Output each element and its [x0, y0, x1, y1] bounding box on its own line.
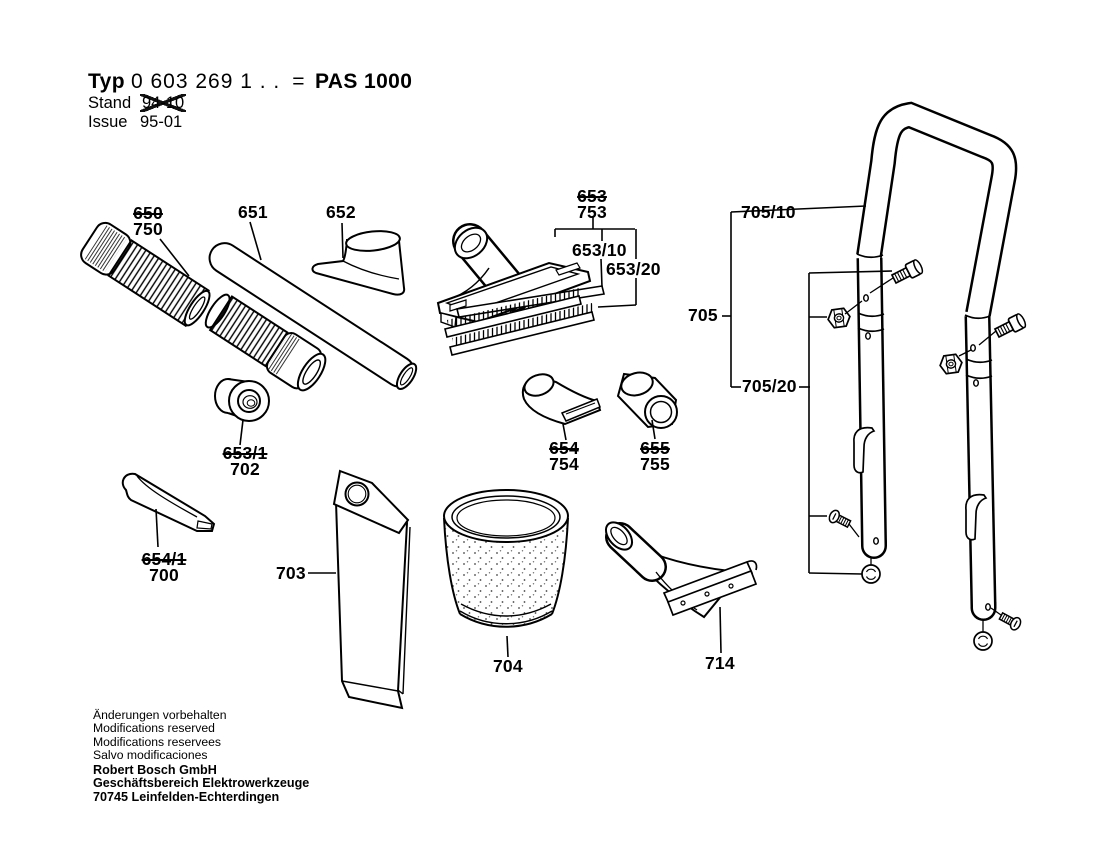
part-tube-drawing [208, 242, 418, 391]
part-hose-drawing [80, 221, 327, 392]
part-filter-bucket-drawing [443, 489, 569, 628]
part-handle-frame-drawing [853, 101, 1018, 621]
part-label-handle: 705 [688, 305, 718, 325]
part-cone-nozzle-drawing [311, 230, 406, 296]
footer-notice-line: Änderungen vorbehalten [93, 708, 227, 722]
model-name: PAS 1000 [314, 70, 413, 93]
part-label-floor-insert: 653/10 [572, 240, 627, 260]
footer-notice-line: Salvo modificaciones [93, 747, 208, 762]
leader-lines [155, 205, 893, 658]
footer-notice-line: Modifications reservees [93, 734, 222, 749]
part-wide-nozzle-drawing [604, 521, 758, 619]
footer-company-block: Robert Bosch GmbH Geschäftsbereich Elekt… [93, 763, 310, 804]
issue-label: Issue [88, 113, 128, 131]
issue-value: 95-01 [140, 113, 183, 131]
typ-label: Typ [88, 70, 125, 93]
issue-line: Issue 95-01 [88, 113, 412, 132]
part-crevice-nozzle-drawing [121, 472, 216, 532]
part-label-cone-nozzle: 652 [326, 202, 356, 222]
hardware-leader-lines [844, 277, 1002, 632]
equals-sign: = [292, 70, 305, 93]
footer-notice-line: Modifications reserved [93, 721, 215, 736]
part-dust-bag-drawing [332, 469, 411, 710]
part-label-floor-brush: 653/20 [606, 259, 661, 279]
footer-company-line: 70745 Leinfelden-Echterdingen [93, 789, 280, 804]
part-adapter-ring-drawing [214, 378, 270, 422]
part-floor-nozzle-drawing [436, 223, 605, 356]
part-label-hose: 650 750 [133, 203, 163, 239]
footer-notices: Änderungen vorbehalten Modifications res… [93, 708, 227, 762]
stand-value-crossed-out: 94-10 [142, 94, 185, 112]
part-label-flat-nozzle: 654 754 [549, 438, 579, 474]
type-number: 0 603 269 1 . . [130, 70, 281, 93]
part-label-wide-nozzle: 714 [705, 653, 735, 673]
part-label-crevice-nozzle: 654/1 700 [141, 549, 187, 585]
part-label-dust-bag: 703 [276, 563, 306, 583]
footer-company-line: Geschäftsbereich Elektrowerkzeuge [93, 776, 310, 791]
footer-company-line: Robert Bosch GmbH [93, 763, 217, 777]
part-label-adapter-ring: 653/1 702 [222, 443, 268, 479]
stand-line: Stand 94-10 [88, 94, 412, 113]
part-label-filter-bucket: 704 [493, 656, 523, 676]
part-round-nozzle-drawing [616, 371, 678, 429]
part-label-handle-hardware: 705/20 [742, 376, 797, 396]
part-flat-nozzle-drawing [522, 373, 602, 426]
part-label-tube: 651 [238, 202, 268, 222]
stand-label: Stand [88, 94, 132, 112]
part-label-floor-nozzle: 653 753 [577, 186, 607, 222]
part-label-handle-bow: 705/10 [741, 202, 796, 222]
part-label-round-nozzle: 655 755 [640, 438, 670, 474]
